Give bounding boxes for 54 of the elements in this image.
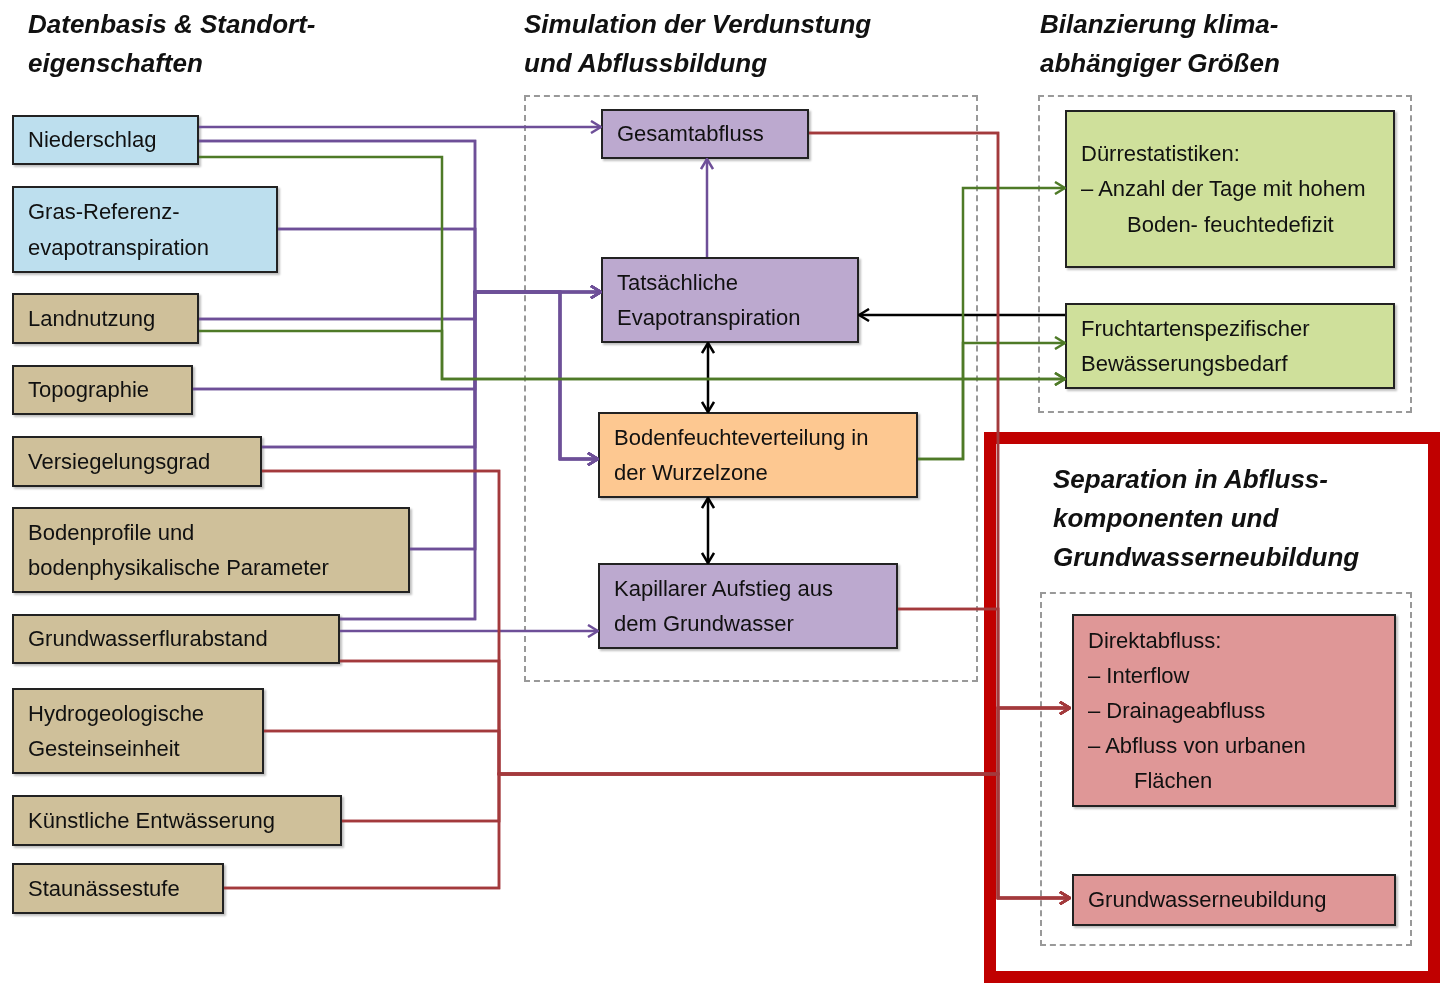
box-text: Staunässestufe	[28, 874, 181, 903]
box-text: Topographie	[28, 376, 151, 405]
section-heading: Simulation der Verdunstung und Abflussbildung	[524, 8, 873, 80]
process-box	[598, 412, 918, 498]
box-text: – Abfluss von urbanen Flächen	[1088, 732, 1307, 796]
process-box	[12, 293, 199, 344]
box-text: Hydrogeologische Gesteinseinheit	[28, 699, 206, 763]
box-text: Gras-Referenz- evapotranspiration	[28, 198, 210, 262]
arrow	[857, 307, 1065, 323]
process-box	[12, 507, 410, 593]
box-text: – Anzahl der Tage mit hohem Boden- feuchtedefizit	[1081, 175, 1367, 239]
arrow	[699, 157, 715, 257]
box-text: Direktabfluss:	[1088, 626, 1223, 655]
process-box	[12, 863, 224, 914]
box-text: Dürrestatistiken:	[1081, 140, 1241, 169]
box-text: Landnutzung	[28, 304, 157, 333]
process-box	[12, 186, 278, 273]
process-box	[601, 257, 859, 343]
box-text: Künstliche Entwässerung	[28, 806, 277, 835]
arrow	[340, 623, 600, 639]
arrow	[199, 329, 1067, 387]
process-box	[1065, 303, 1395, 389]
arrow	[700, 341, 716, 414]
process-box	[12, 115, 199, 165]
box-text: Kapillarer Aufstieg aus dem Grundwasser	[614, 574, 834, 638]
section-heading: Bilanzierung klima- abhängiger Größen	[1040, 8, 1281, 80]
process-box	[1072, 874, 1396, 926]
process-box	[12, 795, 342, 846]
process-box	[12, 365, 193, 415]
box-text: – Drainageabfluss	[1088, 696, 1267, 725]
process-box	[12, 614, 340, 664]
arrow	[700, 496, 716, 565]
box-text: Gesamtabfluss	[617, 120, 765, 149]
section-heading: Separation in Abfluss- komponenten und Grundwasserneubildung	[1053, 463, 1361, 574]
process-box	[12, 688, 264, 774]
process-box	[12, 436, 262, 487]
arrow	[918, 335, 1067, 461]
box-text: Niederschlag	[28, 126, 158, 155]
box-text: Tatsächliche Evapotranspiration	[617, 268, 802, 332]
process-box	[1072, 614, 1396, 807]
box-text: Bodenfeuchteverteilung in der Wurzelzone	[614, 423, 870, 487]
highlight-frame	[984, 432, 1440, 983]
process-box	[601, 109, 809, 159]
section-heading: Datenbasis & Standort- eigenschaften	[28, 8, 317, 80]
box-text: Versiegelungsgrad	[28, 447, 212, 476]
box-text: Fruchtartenspezifischer Bewässerungsbedarf	[1081, 314, 1311, 378]
box-text: Bodenprofile und bodenphysikalische Parameter	[28, 518, 330, 582]
box-text: Grundwasserflurabstand	[28, 625, 269, 654]
arrow	[199, 119, 603, 135]
box-text: Grundwasserneubildung	[1088, 886, 1328, 915]
process-box	[1065, 110, 1395, 268]
process-box	[598, 563, 898, 649]
box-text: – Interflow	[1088, 661, 1191, 690]
dashed-frame	[1040, 592, 1412, 946]
